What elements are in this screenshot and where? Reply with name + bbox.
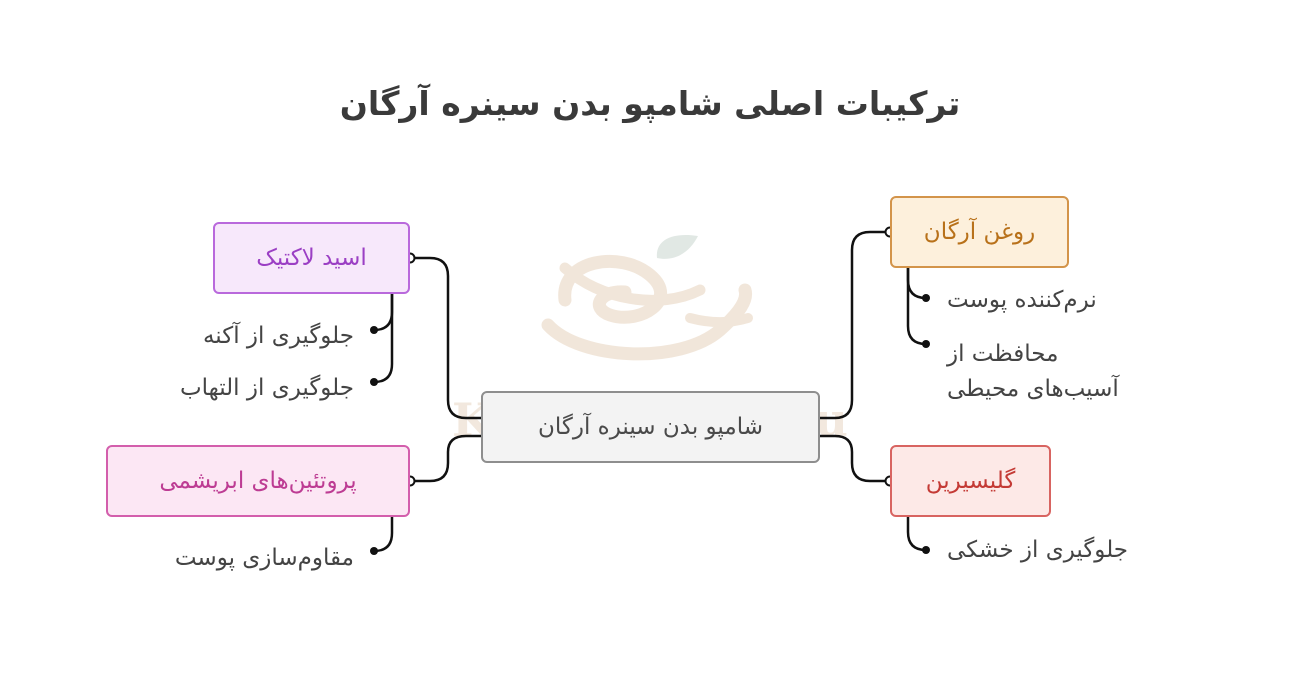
lactic-acid-label: اسید لاکتیک — [256, 245, 367, 271]
silk-proteins-node: پروتئین‌های ابریشمی — [106, 445, 410, 517]
glycerin-item-dryness: جلوگیری از خشکی — [947, 537, 1129, 563]
center-label: شامپو بدن سینره آرگان — [538, 414, 763, 440]
silk-proteins-label: پروتئین‌های ابریشمی — [159, 468, 357, 494]
center-node: شامپو بدن سینره آرگان — [481, 391, 820, 463]
argan-item-softener: نرم‌کننده پوست — [947, 287, 1097, 313]
lactic-acid-node: اسید لاکتیک — [213, 222, 410, 294]
argan-item-protection-line2: آسیب‌های محیطی — [947, 376, 1119, 402]
argan-item-protection-line1: محافظت از — [947, 341, 1059, 367]
protein-item-strengthening: مقاوم‌سازی پوست — [174, 545, 354, 571]
lactic-item-inflammation: جلوگیری از التهاب — [179, 375, 354, 401]
argan-oil-node: روغن آرگان — [890, 196, 1069, 268]
lactic-item-acne: جلوگیری از آکنه — [202, 323, 354, 349]
argan-oil-label: روغن آرگان — [923, 219, 1036, 245]
diagram-title: ترکیبات اصلی شامپو بدن سینره آرگان — [339, 84, 961, 123]
glycerin-node: گلیسیرین — [890, 445, 1051, 517]
glycerin-label: گلیسیرین — [925, 468, 1016, 494]
